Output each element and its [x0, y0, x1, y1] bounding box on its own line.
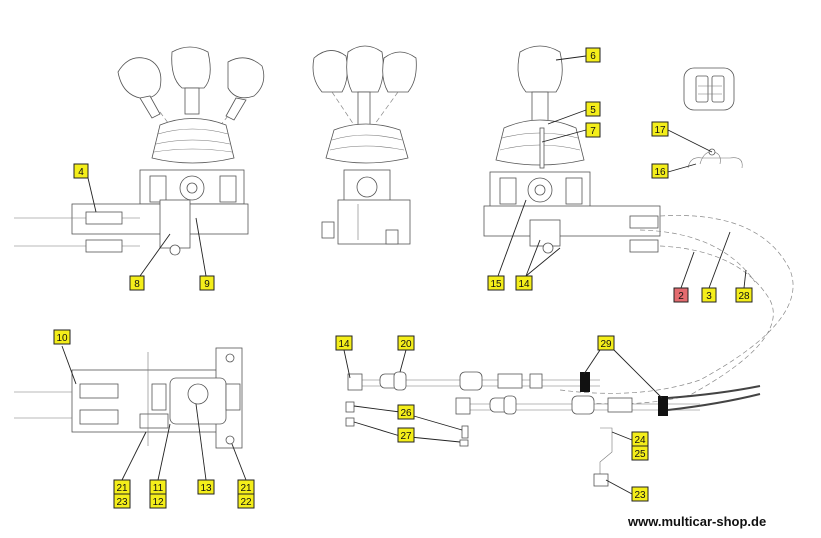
svg-text:22: 22 [240, 497, 252, 508]
callout-12: 12 [149, 493, 167, 509]
callout-25: 25 [631, 445, 649, 461]
callout-8: 8 [129, 275, 145, 291]
shift-pattern-plate [683, 67, 735, 111]
svg-text:10: 10 [56, 333, 68, 344]
callout-10: 10 [53, 329, 71, 345]
callout-27: 27 [397, 427, 415, 443]
svg-text:26: 26 [400, 408, 412, 419]
gear-knob-left [117, 57, 162, 119]
svg-text:29: 29 [600, 339, 612, 350]
callout-22: 22 [237, 493, 255, 509]
callout-7: 7 [585, 122, 601, 138]
callout-23-right: 23 [631, 486, 649, 502]
callout-11: 11 [149, 479, 167, 495]
callout-29: 29 [597, 335, 615, 351]
cable-grommet-lower [658, 396, 668, 416]
svg-text:28: 28 [738, 291, 750, 302]
callout-2: 2 [673, 287, 689, 303]
callout-21-left: 21 [113, 479, 131, 495]
cable-grommet-upper [580, 372, 590, 392]
svg-text:23: 23 [634, 490, 646, 501]
selector-view-side [312, 45, 417, 245]
svg-text:13: 13 [200, 483, 212, 494]
gear-knob-center [171, 46, 211, 115]
svg-text:8: 8 [134, 279, 140, 290]
callout-24: 24 [631, 431, 649, 447]
callout-26: 26 [397, 404, 415, 420]
svg-text:11: 11 [153, 483, 164, 494]
callout-15: 15 [487, 275, 505, 291]
callout-23-left: 23 [113, 493, 131, 509]
callout-16: 16 [651, 163, 669, 179]
callout-17: 17 [651, 121, 669, 137]
callout-14-lower: 14 [335, 335, 353, 351]
svg-text:21: 21 [240, 483, 252, 494]
svg-text:4: 4 [78, 167, 84, 178]
callout-14-upper: 14 [515, 275, 533, 291]
svg-text:14: 14 [518, 279, 530, 290]
selector-view-right [483, 45, 794, 405]
svg-text:14: 14 [338, 339, 350, 350]
svg-text:2: 2 [678, 291, 684, 302]
svg-text:6: 6 [590, 51, 596, 62]
svg-text:16: 16 [654, 167, 666, 178]
callout-3: 3 [701, 287, 717, 303]
selector-view-left [14, 46, 265, 256]
callout-6: 6 [585, 47, 601, 63]
svg-text:15: 15 [490, 279, 502, 290]
cable-assembly [345, 371, 761, 487]
callout-4: 4 [73, 163, 89, 179]
callout-13: 13 [197, 479, 215, 495]
svg-text:17: 17 [654, 125, 666, 136]
svg-text:27: 27 [400, 431, 412, 442]
callout-20: 20 [397, 335, 415, 351]
callout-28: 28 [735, 287, 753, 303]
callout-9: 9 [199, 275, 215, 291]
callout-21-right: 21 [237, 479, 255, 495]
spring-clip [687, 148, 743, 169]
callout-5: 5 [585, 101, 601, 117]
svg-text:3: 3 [706, 291, 712, 302]
svg-text:5: 5 [590, 105, 596, 116]
svg-text:12: 12 [152, 497, 164, 508]
svg-text:24: 24 [634, 435, 646, 446]
shop-watermark: www.multicar-shop.de [628, 514, 767, 529]
svg-text:9: 9 [204, 279, 210, 290]
svg-text:25: 25 [634, 449, 646, 460]
svg-text:21: 21 [116, 483, 128, 494]
leader-lines [61, 55, 747, 495]
selector-view-plan [14, 347, 243, 449]
svg-text:20: 20 [400, 339, 412, 350]
svg-text:23: 23 [116, 497, 128, 508]
svg-text:7: 7 [590, 126, 596, 137]
gear-knob-right [225, 57, 265, 121]
